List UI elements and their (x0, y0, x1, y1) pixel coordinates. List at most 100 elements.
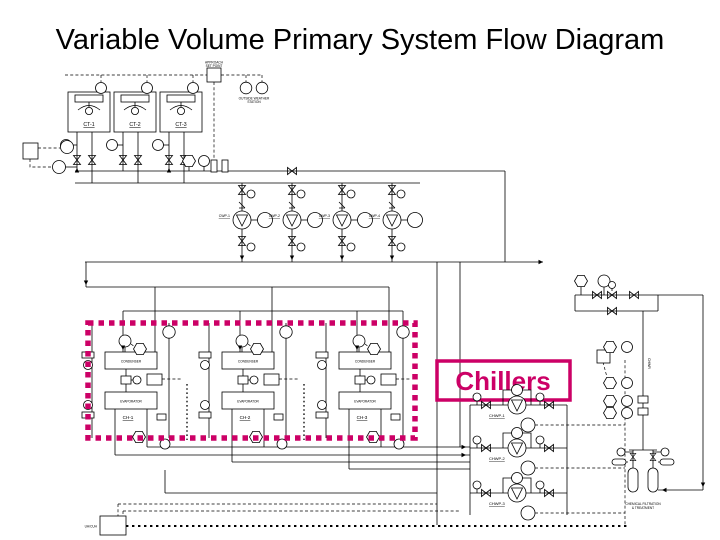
flow-sensor-icon (106, 139, 118, 151)
condenser-pump-section: CWP-1 CWP-2 CWP- (219, 185, 423, 252)
gauge-icon (249, 375, 259, 385)
evaporator-label: EVAPORATOR (354, 400, 376, 404)
pump-icon (282, 210, 302, 230)
gauge-icon (200, 400, 210, 410)
valve-actuator-icon (315, 411, 329, 419)
gauge-icon (472, 480, 482, 490)
gauge-icon (317, 400, 327, 410)
tower-label: CT-2 (129, 122, 140, 128)
chilled-water-pump-section: CHWP-1 CHWP-2 (472, 384, 554, 521)
sensor-icon (352, 334, 366, 348)
gauge-icon (317, 360, 327, 370)
oa-humidity-sensor-icon (255, 81, 269, 95)
vfd-icon (407, 212, 423, 228)
dp-sensor-icon (574, 274, 588, 288)
flow-meter-icon (511, 427, 523, 439)
sensor-icon (279, 325, 293, 339)
valve-actuator-icon (198, 351, 212, 359)
gauge-icon (616, 447, 626, 457)
gauge-icon (159, 438, 171, 450)
flow-sensor-icon (152, 139, 164, 151)
gauge-icon (366, 375, 376, 385)
control-wiring (29, 74, 627, 527)
gauge-icon (472, 435, 482, 445)
pump-icon (507, 395, 527, 415)
filter-icon (659, 458, 675, 466)
cwp-3: CWP-3 (319, 185, 373, 252)
hex-sensor-icon (250, 342, 264, 356)
bypass-and-risers: CHWR CHEMICAL FILTRATION & TREATMENT (574, 274, 675, 510)
gauge-icon (472, 392, 482, 402)
cooling-tower-section: APPROACH SET POINT OUTSIDE WEATHER STATI… (22, 61, 297, 175)
chiller-label: CH-3 (357, 415, 368, 420)
control-box-icon (156, 413, 167, 421)
slide-title: Variable Volume Primary System Flow Diag… (55, 24, 665, 56)
terminal-unit-icon (99, 515, 127, 536)
gauge-icon (132, 375, 142, 385)
hex-sensor-icon (603, 340, 617, 354)
pump-label: CWP-2 (269, 214, 280, 218)
cwp-4: CWP-4 (369, 185, 423, 252)
tower-label: CT-3 (175, 122, 186, 128)
gauge-icon (535, 392, 545, 402)
inline-device-icon (637, 407, 649, 416)
controller-note-line1: APPROACH (205, 61, 224, 65)
chiller-panel-icon (380, 373, 397, 386)
weather-note-line1: OUTSIDE WEATHER (239, 97, 270, 101)
vfd-icon (520, 417, 536, 433)
gauge-icon (276, 438, 288, 450)
pump-label: CHWP-1 (489, 413, 506, 418)
pump-label: CWP-3 (319, 214, 330, 218)
chiller-2: CONDENSER EVAPORATOR CH-2 (198, 325, 293, 450)
gauge-icon (246, 189, 256, 199)
pump-icon (382, 210, 402, 230)
condenser-label: CONDENSER (355, 360, 376, 364)
chemical-feeder-icon (210, 159, 218, 173)
vfd-icon (520, 460, 536, 476)
gauge-icon (246, 242, 256, 252)
tower-sensor-icon (95, 82, 107, 94)
oa-temp-sensor-icon (239, 81, 253, 95)
control-valve-icon (237, 375, 249, 385)
gauge-icon (200, 360, 210, 370)
chiller-1: CONDENSER EVAPORATOR CH-1 (81, 325, 176, 450)
terminal-unit-label: UH/CUH (85, 525, 98, 529)
gauge-icon (535, 480, 545, 490)
cwp-1: CWP-1 (219, 185, 273, 252)
control-box-icon (273, 413, 284, 421)
cooling-tower-3: CT-3 (152, 82, 203, 165)
evaporator-label: EVAPORATOR (237, 400, 259, 404)
sensor-icon (235, 334, 249, 348)
pump-label: CWP-4 (369, 214, 380, 218)
pump-label: CWP-1 (219, 214, 230, 218)
pump-icon (507, 483, 527, 503)
riser-label: CHWR (647, 358, 651, 369)
weather-note-line2: STATION (247, 100, 261, 104)
hex-sensor-icon (603, 394, 617, 408)
hex-sensor-icon (603, 406, 617, 420)
evaporator-label: EVAPORATOR (120, 400, 142, 404)
controller-box-icon (596, 349, 611, 364)
tower-sensor-icon (187, 82, 199, 94)
gauge-icon (346, 189, 356, 199)
chillers-callout: Chillers (435, 359, 572, 402)
flow-meter-icon (511, 384, 523, 396)
sensor-icon (597, 274, 611, 288)
chwp-1: CHWP-1 (472, 384, 554, 433)
condenser-label: CONDENSER (121, 360, 142, 364)
tower-label: CT-1 (83, 122, 94, 128)
chiller-section: CONDENSER EVAPORATOR CH-1 (81, 320, 418, 450)
pump-label: CHWP-3 (489, 501, 506, 506)
sensor-icon (621, 377, 633, 389)
chemical-tank-icon (627, 467, 639, 493)
pump-icon (232, 210, 252, 230)
inline-device-icon (637, 395, 649, 404)
sensor-icon (621, 395, 633, 407)
fan-motor-icon (130, 107, 139, 116)
pump-icon (507, 438, 527, 458)
valve-actuator-icon (198, 411, 212, 419)
sensor-icon (60, 140, 74, 154)
sensor-icon (52, 160, 66, 174)
